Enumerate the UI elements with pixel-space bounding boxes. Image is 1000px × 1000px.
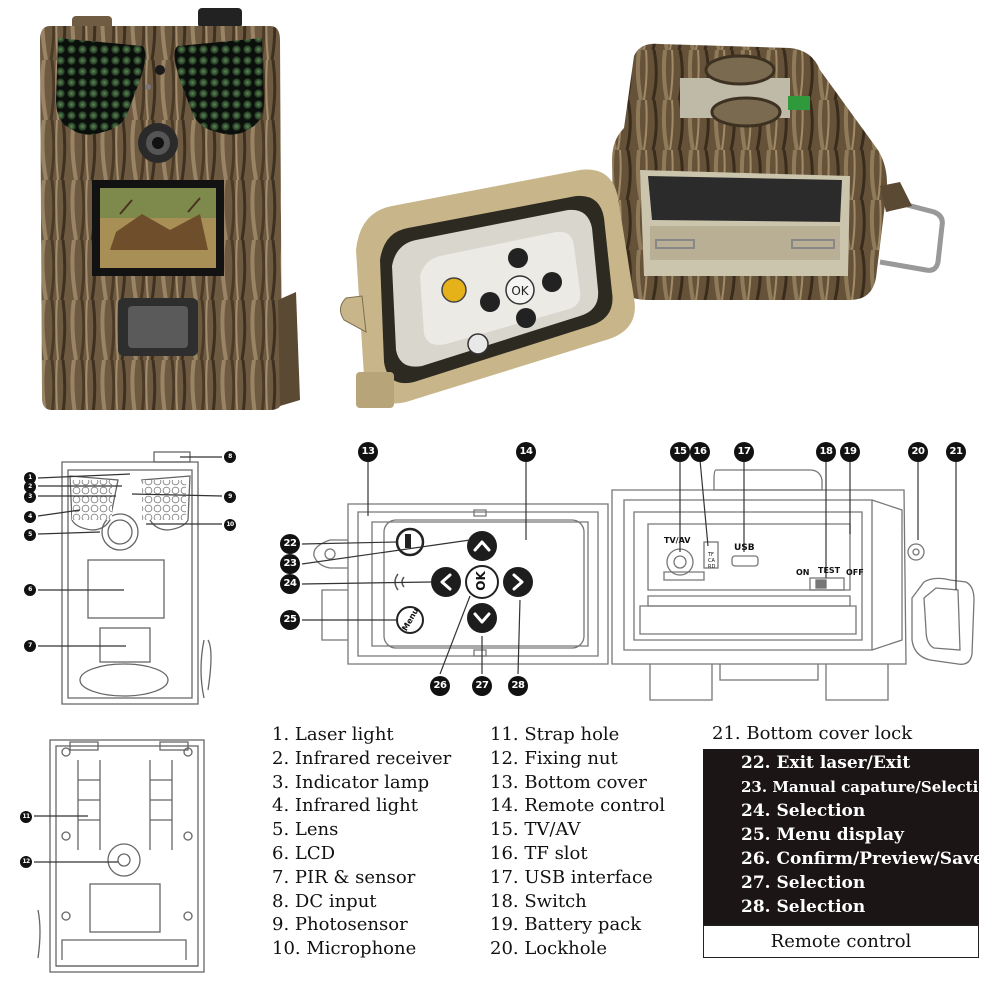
legend-item: 18. Switch (490, 890, 587, 912)
callout-23: 23 (280, 554, 300, 574)
legend-item: 9. Photosensor (272, 914, 408, 936)
callout-16: 16 (690, 442, 710, 462)
usb-label: USB (734, 543, 755, 553)
callout-5: 5 (24, 529, 36, 541)
callout-10: 10 (224, 519, 236, 531)
callout-28: 28 (508, 676, 528, 696)
remote-ok-label: OK (473, 571, 488, 591)
legend-item: 20. Lockhole (490, 938, 607, 960)
callout-17: 17 (734, 442, 754, 462)
legend-item: 25. Menu display (741, 825, 904, 845)
callout-15: 15 (670, 442, 690, 462)
legend-item: 6. LCD (272, 842, 336, 864)
legend-item: 27. Selection (741, 873, 866, 893)
legend-item: 22. Exit laser/Exit (741, 753, 911, 773)
svg-text:OK: OK (511, 284, 529, 298)
tv-av-label: TV/AV (664, 536, 691, 545)
callout-3: 3 (24, 491, 36, 503)
switch-off-label: OFF (846, 568, 864, 577)
callout-27: 27 (472, 676, 492, 696)
legend-item: 17. USB interface (490, 866, 653, 888)
legend-item: 5. Lens (272, 819, 339, 841)
callout-6: 6 (24, 584, 36, 596)
legend-item: 13. Bottom cover (490, 771, 647, 793)
callout-24: 24 (280, 574, 300, 594)
switch-on-label: ON (796, 568, 810, 577)
legend-item: 3. Indicator lamp (272, 771, 430, 793)
tf-card-label: TF CARD (708, 552, 716, 570)
switch-test-label: TEST (818, 566, 841, 575)
legend-item: 24. Selection (741, 801, 866, 821)
callout-11: 11 (20, 811, 32, 823)
legend-item: 26. Confirm/Preview/Save (741, 849, 984, 869)
callout-13: 13 (358, 442, 378, 462)
legend-item: 16. TF slot (490, 842, 588, 864)
callout-2: 2 (24, 481, 36, 493)
callout-22: 22 (280, 534, 300, 554)
remote-legend-box: 22. Exit laser/Exit 23. Manual capature/S… (703, 749, 1000, 925)
legend-item: 15. TV/AV (490, 819, 581, 841)
callout-20: 20 (908, 442, 928, 462)
legend-item: 12. Fixing nut (490, 747, 618, 769)
remote-keypad (395, 527, 533, 634)
legend-item: 14. Remote control (490, 795, 666, 817)
callout-18: 18 (816, 442, 836, 462)
legend-item: 7. PIR & sensor (272, 866, 416, 888)
callout-8: 8 (224, 451, 236, 463)
legend-item: 28. Selection (741, 897, 866, 917)
legend-item: 4. Infrared light (272, 795, 418, 817)
legend-item: 11. Strap hole (490, 724, 620, 745)
legend-item-21: 21. Bottom cover lock (712, 723, 913, 744)
legend-item: 1. Laser light (272, 724, 394, 745)
legend-item: 23. Manual capature/Selection (741, 778, 1000, 796)
callout-26: 26 (430, 676, 450, 696)
callout-7: 7 (24, 640, 36, 652)
legend-item: 2. Infrared receiver (272, 747, 452, 769)
legend-item: 8. DC input (272, 890, 377, 912)
callout-9: 9 (224, 491, 236, 503)
callout-12: 12 (20, 856, 32, 868)
callout-14: 14 (516, 442, 536, 462)
legend-item: 19. Battery pack (490, 914, 642, 936)
callout-4: 4 (24, 511, 36, 523)
legend-item: 10. Microphone (272, 938, 417, 960)
callout-21: 21 (946, 442, 966, 462)
remote-control-caption: Remote control (703, 925, 979, 958)
callout-25: 25 (280, 610, 300, 630)
callout-19: 19 (840, 442, 860, 462)
